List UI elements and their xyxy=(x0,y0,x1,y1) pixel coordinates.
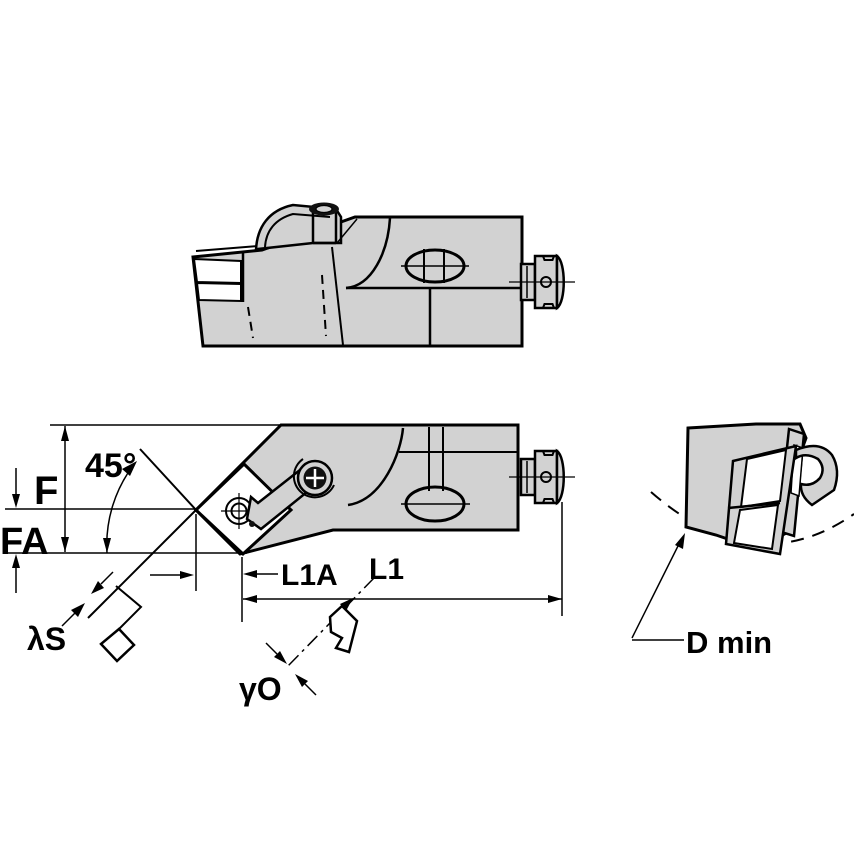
dim-lambda-s: λS xyxy=(27,509,197,663)
perspective-view: D min xyxy=(631,422,854,660)
dimensions: F FA 45° λS xyxy=(0,426,563,707)
dim-f: F xyxy=(34,426,69,552)
insert-face-lower xyxy=(732,503,780,551)
clamp-arm-tip-dot xyxy=(249,521,255,527)
stack-division-line xyxy=(727,501,781,510)
label-f: F xyxy=(34,469,58,513)
label-45deg: 45° xyxy=(85,447,136,485)
insert-face-upper xyxy=(739,448,788,509)
d-min-leader: D min xyxy=(631,533,772,660)
shim-top-face xyxy=(195,281,242,303)
knob-notch-top xyxy=(542,255,555,261)
dim-gamma-o: γO xyxy=(239,577,375,707)
adjustment-knob-front xyxy=(509,448,575,506)
clamp-screw-head-center xyxy=(315,204,333,214)
front-view xyxy=(5,423,575,557)
clamp-screw-front xyxy=(292,458,335,499)
label-d-min: D min xyxy=(686,625,772,660)
label-l1a: L1A xyxy=(281,559,338,592)
clamp-rear-slant xyxy=(336,218,358,244)
pocket-fillet-arc xyxy=(345,217,392,290)
pocket-fillet-arc-front xyxy=(347,427,405,507)
top-edge-band-line xyxy=(195,245,259,252)
hidden-line-clamp-screw xyxy=(321,274,327,337)
hidden-line-insert-screw xyxy=(247,306,254,339)
label-lambda-s: λS xyxy=(27,621,66,657)
dim-l1a: L1A xyxy=(150,514,338,622)
lead-angle-construction-line xyxy=(139,448,198,512)
insert-cross-section xyxy=(328,604,359,654)
dim-l1: L1 xyxy=(243,502,563,616)
knob-notch-bottom-front xyxy=(542,498,555,504)
knob-notch-top-front xyxy=(542,450,555,456)
insert-diamond xyxy=(193,461,294,557)
cartridge-seam-slant xyxy=(331,246,344,346)
knob-notch-bottom xyxy=(542,303,555,309)
label-fa: FA xyxy=(0,521,49,563)
adjustment-knob-top xyxy=(509,253,575,311)
label-l1: L1 xyxy=(369,553,404,586)
top-view xyxy=(191,202,575,348)
dim-fa: FA xyxy=(0,468,49,593)
clamp-inner-curve xyxy=(264,212,331,248)
dim-lead-angle: 45° xyxy=(85,447,137,554)
insert-top-face xyxy=(192,257,242,285)
label-gamma-o: γO xyxy=(239,671,282,707)
clamp-3d xyxy=(794,444,839,507)
